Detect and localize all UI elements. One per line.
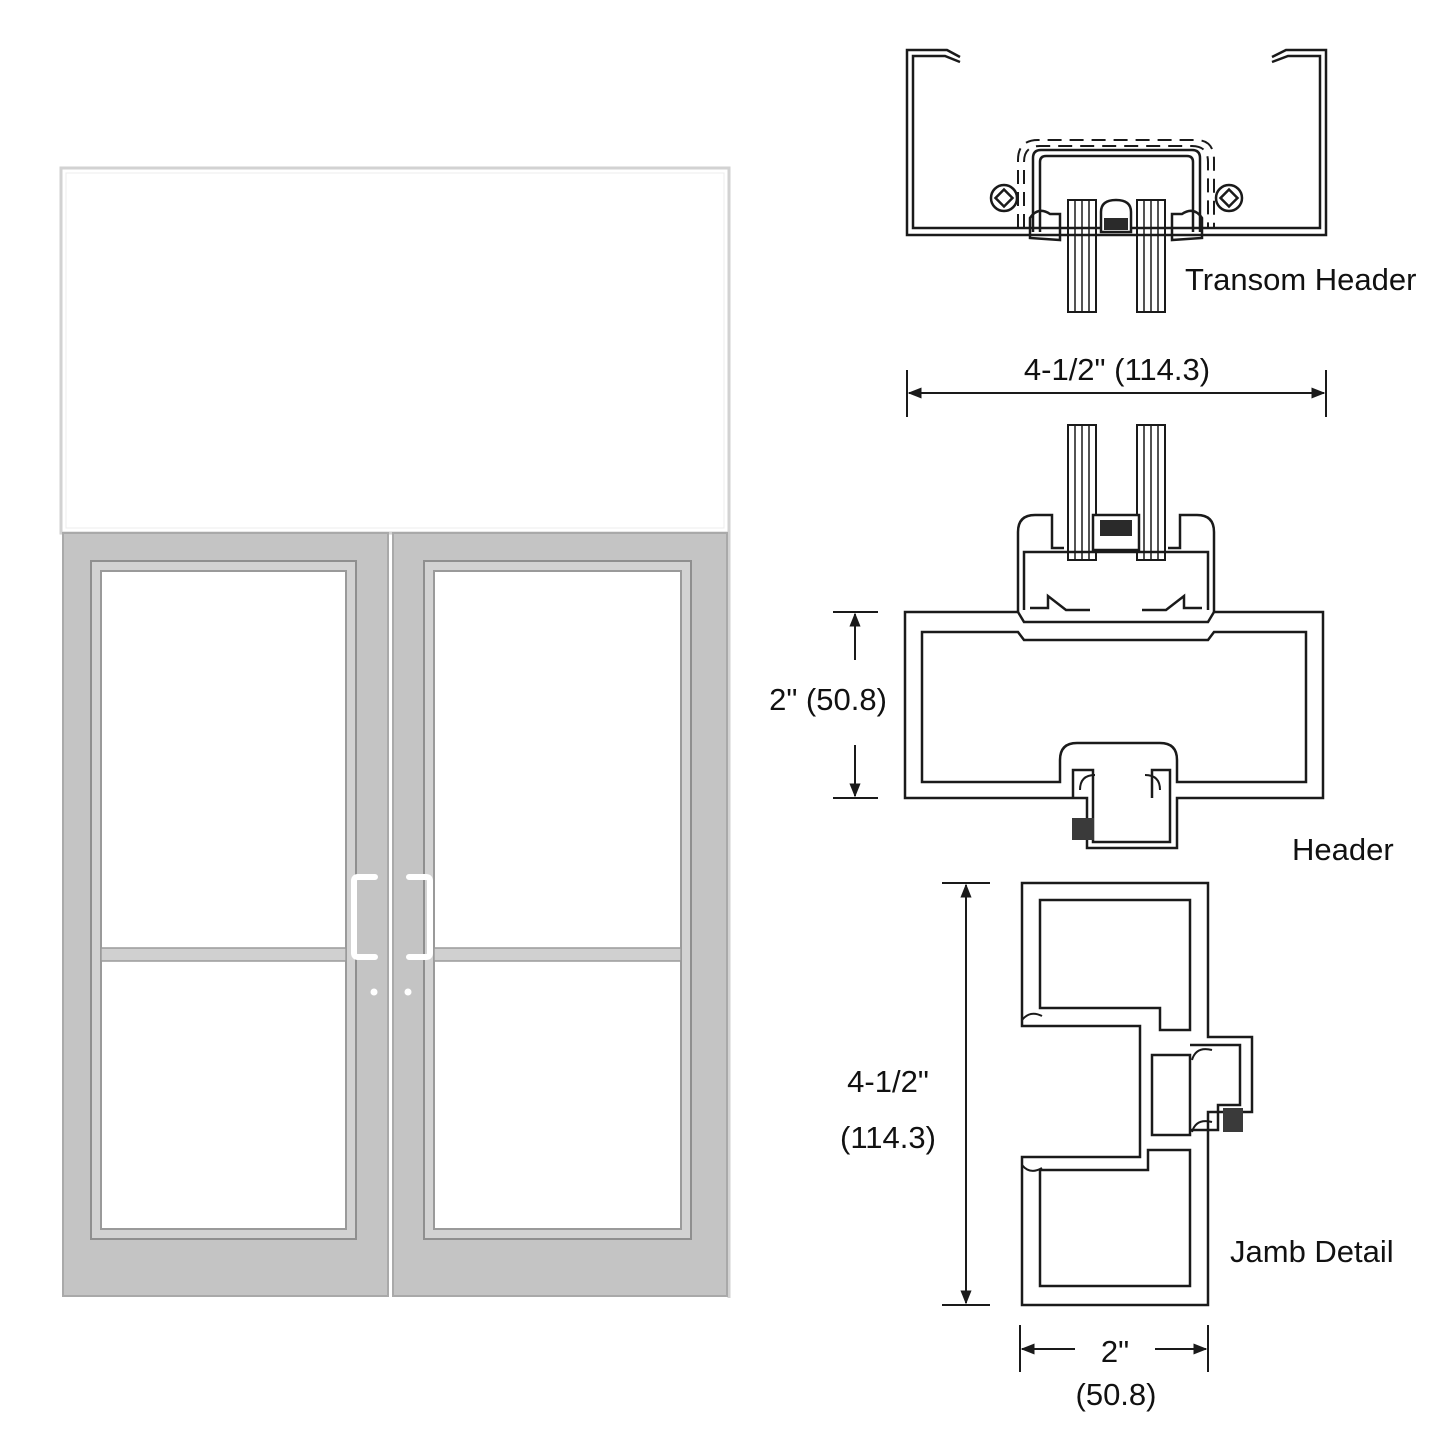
jamb-depth-dimension — [942, 882, 990, 1306]
left-door — [62, 532, 389, 1297]
left-door-glass — [100, 570, 347, 1230]
left-door-mid-rail — [100, 947, 347, 962]
right-door — [392, 532, 728, 1297]
transom-header-detail — [905, 48, 1328, 313]
transom-width-dimension — [906, 370, 1327, 417]
right-door-glass — [433, 570, 682, 1230]
header-height-label: 2" (50.8) — [769, 682, 887, 717]
transom-panel — [59, 166, 731, 535]
door-elevation — [59, 166, 731, 1298]
transom-width-label: 4-1/2" (114.3) — [1024, 352, 1210, 387]
left-door-pull-handle — [351, 874, 378, 960]
jamb-detail-label: Jamb Detail — [1230, 1234, 1394, 1269]
left-door-lock-cylinder — [370, 988, 378, 996]
transom-inner-line — [65, 172, 725, 529]
header-detail — [903, 424, 1325, 850]
transom-header-label: Transom Header — [1185, 262, 1416, 297]
jamb-width-label-line1: 2" — [1101, 1334, 1129, 1369]
right-door-pull-handle — [406, 874, 433, 960]
jamb-width-label-line2: (50.8) — [1076, 1377, 1157, 1412]
jamb-detail — [1020, 881, 1254, 1307]
jamb-depth-label-line2: (114.3) — [840, 1120, 936, 1155]
jamb-width-dimension — [1019, 1325, 1209, 1372]
header-height-dimension — [833, 611, 878, 799]
jamb-depth-label-line1: 4-1/2" — [847, 1064, 929, 1099]
right-door-mid-rail — [433, 947, 682, 962]
right-door-lock-cylinder — [404, 988, 412, 996]
header-label: Header — [1292, 832, 1394, 867]
